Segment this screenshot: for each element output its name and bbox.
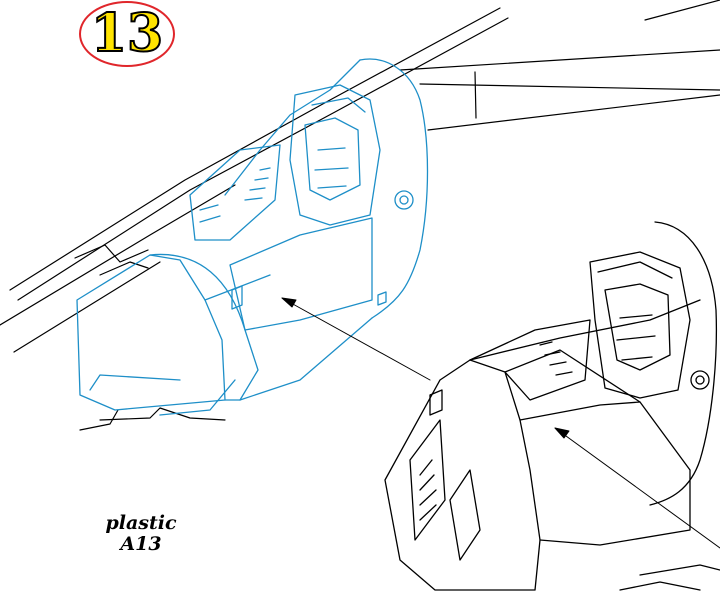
assembly-arrows bbox=[281, 297, 720, 549]
front-panel bbox=[229, 217, 373, 331]
rear-bulkhead-finished bbox=[649, 221, 718, 506]
part-code-label: A13 bbox=[120, 533, 162, 555]
arrow-leader-upper bbox=[281, 297, 431, 381]
cockpit-tub-finished bbox=[384, 221, 720, 591]
side-console-left bbox=[189, 144, 281, 241]
part-note: plastic A13 bbox=[86, 513, 196, 555]
tub-outer-shell bbox=[76, 254, 226, 411]
rear-bulkhead bbox=[359, 58, 429, 319]
side-console-finished bbox=[469, 319, 591, 401]
front-panel-finished bbox=[504, 349, 691, 546]
arrowhead-lower bbox=[554, 427, 570, 439]
ejection-seat bbox=[289, 84, 381, 226]
part-material-label: plastic bbox=[105, 512, 177, 534]
arrow-leader-lower bbox=[554, 427, 720, 549]
cockpit-tub-highlighted bbox=[76, 58, 429, 416]
step-number-badge: 13 bbox=[79, 1, 175, 67]
arrowhead-upper bbox=[281, 297, 297, 308]
tub-outer-shell-finished bbox=[384, 359, 541, 591]
step-number: 13 bbox=[90, 3, 164, 64]
ejection-seat-finished bbox=[589, 251, 691, 399]
fuselage-outline bbox=[0, 0, 720, 431]
